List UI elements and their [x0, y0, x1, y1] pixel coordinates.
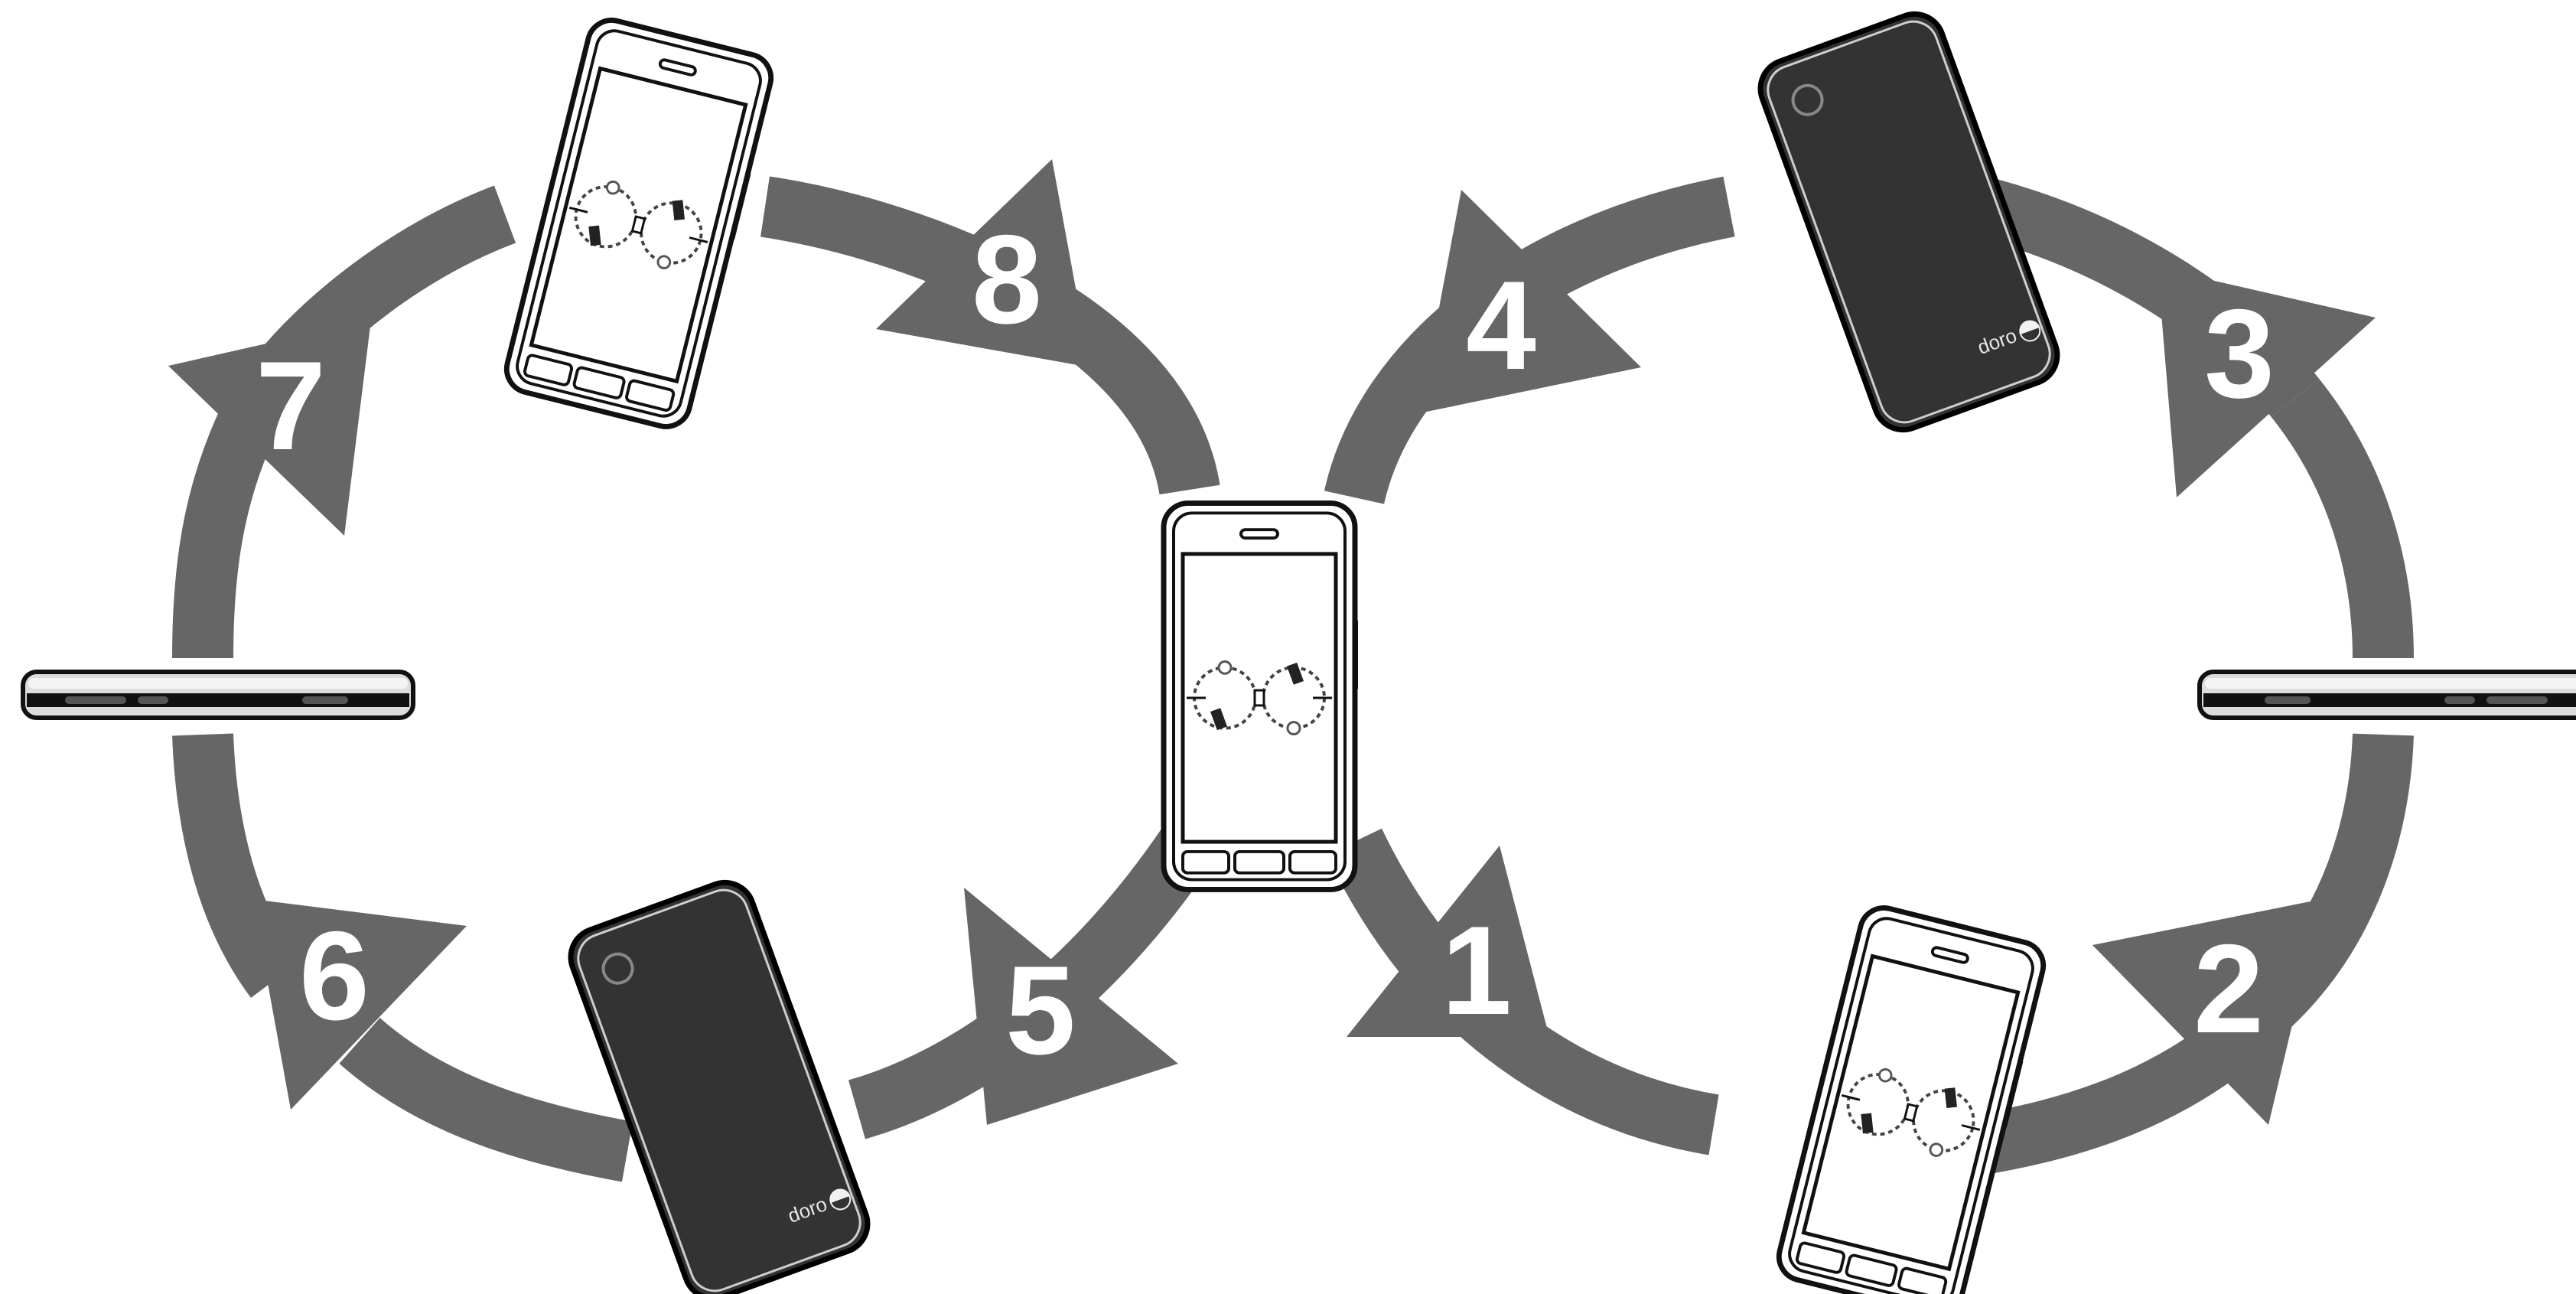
step-number-3: 3 [2204, 283, 2275, 424]
step-number-4: 4 [1466, 255, 1536, 396]
step-number-6: 6 [299, 905, 370, 1046]
phone-front-icon [1164, 504, 1358, 890]
step-number-1: 1 [1441, 900, 1512, 1041]
phone-back-icon: doro [562, 875, 875, 1294]
phone-front-icon [502, 15, 779, 432]
step-number-5: 5 [1005, 940, 1076, 1081]
phone-side-icon [23, 672, 413, 718]
step-number-8: 8 [972, 209, 1042, 350]
step-number-2: 2 [2193, 918, 2264, 1059]
arc-right-side-top [2295, 398, 2383, 658]
arc-left-bottom [360, 1041, 627, 1152]
arc-left-side-top [203, 429, 245, 658]
step-number-7: 7 [256, 335, 326, 476]
phone-side-icon [2200, 672, 2576, 718]
phone-front-icon [1774, 903, 2051, 1294]
